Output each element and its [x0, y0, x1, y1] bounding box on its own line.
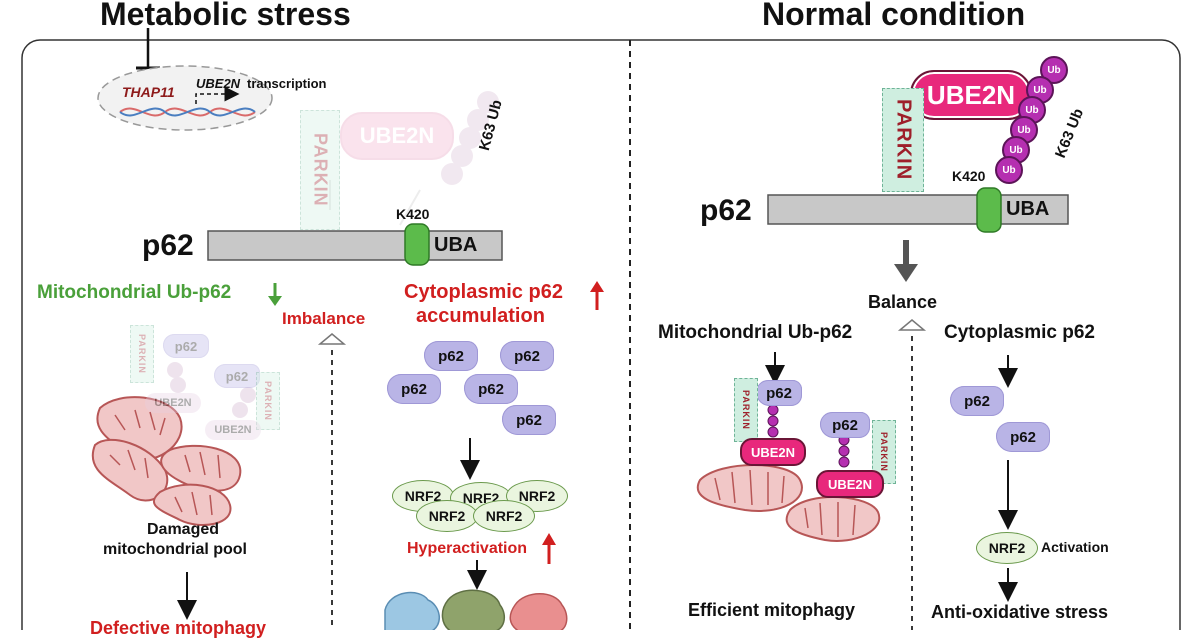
right-nrf2: NRF2 — [976, 532, 1038, 564]
damaged-line1: Damaged — [147, 521, 220, 538]
nrf2-3: NRF2 — [506, 480, 568, 512]
right-k420-label: K420 — [952, 168, 986, 184]
right-mito-parkin-a: PARKIN — [734, 378, 758, 442]
efficient-mitophagy: Efficient mitophagy — [688, 600, 856, 620]
cyto-p62-4: p62 — [464, 374, 518, 404]
left-ube2n: UBE2N — [340, 112, 454, 160]
balance-label: Balance — [868, 292, 938, 312]
damaged-mitochondria — [91, 396, 242, 526]
cyto-p62-line1: Cytoplasmic p62 — [404, 281, 563, 303]
left-parkin: PARKIN — [300, 110, 340, 230]
right-cyto-p62-2: p62 — [996, 422, 1050, 452]
right-ube2n: UBE2N — [910, 70, 1032, 120]
left-ghost-ub-chain — [329, 91, 499, 226]
left-p62-label: p62 — [142, 229, 194, 262]
ghost-ube2n-b: UBE2N — [205, 420, 261, 440]
defective-mitophagy: Defective mitophagy — [90, 618, 267, 638]
ube2n-gene-label: UBE2N — [196, 76, 241, 91]
nrf2-5: NRF2 — [473, 500, 535, 532]
activation-label: Activation — [1041, 539, 1109, 555]
cell-blobs — [384, 589, 568, 630]
right-mito-ub-p62: Mitochondrial Ub-p62 — [658, 322, 853, 343]
cyto-p62-line2: accumulation — [416, 305, 545, 327]
right-mito-ube2n-b: UBE2N — [816, 470, 884, 498]
left-k420-label: K420 — [396, 206, 430, 222]
right-ub-6: Ub — [995, 156, 1023, 184]
cyto-p62-2: p62 — [500, 341, 554, 371]
hyperactivation-label: Hyperactivation — [407, 540, 528, 557]
anti-oxidative-stress: Anti-oxidative stress — [931, 602, 1109, 622]
transcription-label: transcription — [247, 76, 327, 91]
right-mito-p62-b: p62 — [820, 412, 870, 438]
left-k420-domain — [404, 223, 430, 266]
imbalance-label: Imbalance — [282, 309, 366, 328]
right-cyto-p62-1: p62 — [950, 386, 1004, 416]
right-p62-bar — [767, 194, 1069, 225]
cyto-p62-5: p62 — [502, 405, 556, 435]
right-parkin: PARKIN — [882, 88, 924, 192]
nrf2-4: NRF2 — [416, 500, 478, 532]
ghost-p62-b: p62 — [214, 364, 260, 388]
damaged-line2: mitochondrial pool — [103, 541, 247, 558]
ghost-p62-a: p62 — [163, 334, 209, 358]
metabolic-stress-title: Metabolic stress — [100, 0, 351, 32]
left-p62-bar — [207, 230, 503, 261]
right-p62-label: p62 — [700, 194, 752, 227]
thap11-label: THAP11 — [122, 84, 175, 100]
cyto-p62-1: p62 — [424, 341, 478, 371]
right-mito-p62-a: p62 — [756, 380, 802, 406]
left-mito-ub-p62: Mitochondrial Ub-p62 — [37, 282, 232, 303]
left-uba-label: UBA — [434, 234, 478, 256]
ghost-parkin-b: PARKIN — [256, 372, 280, 430]
ghost-parkin-a: PARKIN — [130, 325, 154, 383]
right-mito-parkin-b: PARKIN — [872, 420, 896, 484]
right-mito-ube2n-a: UBE2N — [740, 438, 806, 466]
outer-frame — [21, 39, 1181, 630]
right-k420-domain — [976, 187, 1002, 233]
normal-condition-title: Normal condition — [762, 0, 1026, 32]
right-cyto-p62: Cytoplasmic p62 — [944, 322, 1095, 343]
right-uba-label: UBA — [1006, 198, 1050, 220]
ghost-ube2n-a: UBE2N — [145, 393, 201, 413]
cyto-p62-3: p62 — [387, 374, 441, 404]
